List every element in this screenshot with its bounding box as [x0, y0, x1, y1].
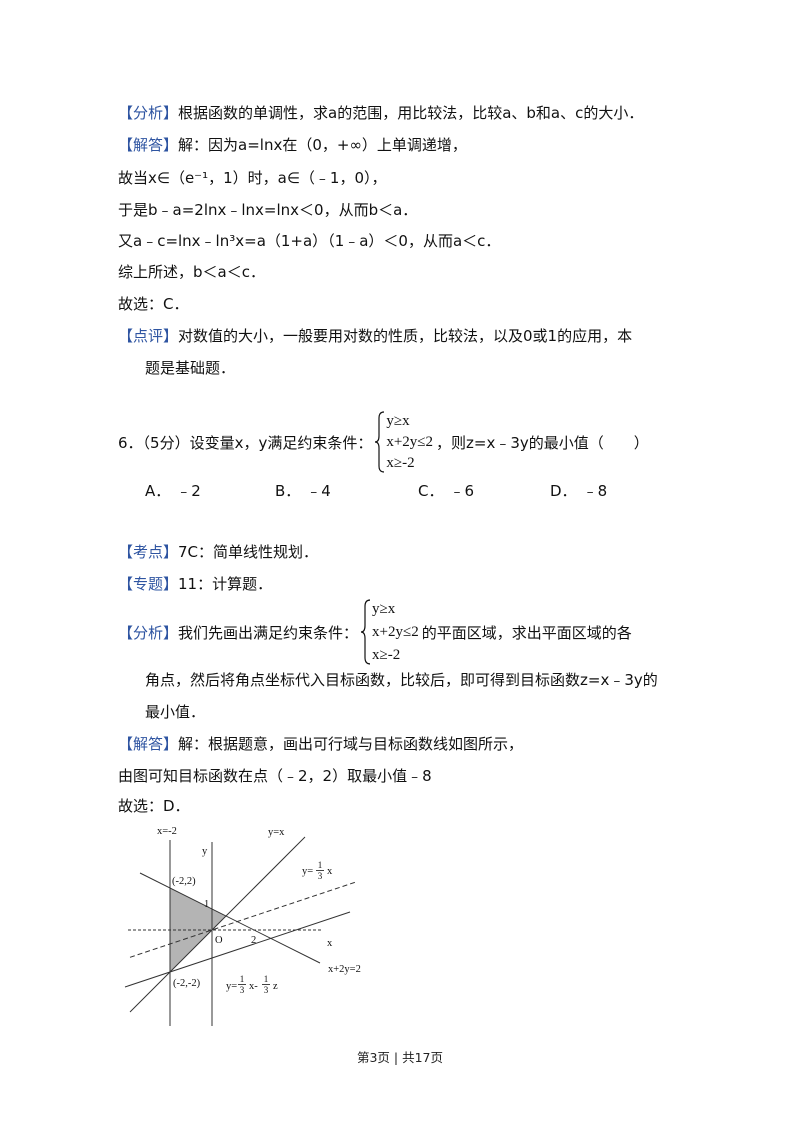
category-text: 11：计算题． — [178, 575, 273, 593]
q6-solution-line-1: 【解答】解：根据题意，画出可行域与目标函数线如图所示， — [118, 733, 523, 755]
left-brace-icon — [375, 411, 385, 473]
q6-solution-line-2: 由图可知目标函数在点（﹣2，2）取最小值﹣8 — [118, 767, 432, 785]
q5-analysis-line: 【分析】根据函数的单调性，求a的范围，用比较法，比较a、b和a、c的大小． — [118, 102, 643, 124]
constraint-lines: y≥x x+2y≤2 x≥-2 — [385, 411, 433, 473]
comment-tag: 【点评】 — [118, 327, 179, 345]
y-axis-label: y — [202, 846, 208, 857]
category-tag: 【专题】 — [118, 575, 179, 593]
option-value: ﹣8 — [582, 482, 608, 500]
solution-text: 解：因为a=lnx在（0，+∞）上单调递增， — [178, 136, 467, 154]
topic-tag: 【考点】 — [118, 543, 179, 561]
solution-tag: 【解答】 — [118, 735, 179, 753]
solution-tag: 【解答】 — [118, 136, 179, 154]
left-brace-icon — [360, 599, 371, 665]
constraint-1: y≥x — [372, 601, 396, 617]
q6-topic-line: 【考点】7C：简单线性规划． — [118, 541, 318, 563]
target-line-label-mid: x- — [249, 981, 258, 992]
q6-stem-after: ，则z=x﹣3y的最小值（ ） — [436, 433, 649, 452]
q5-comment-line-2: 题是基础题． — [145, 359, 236, 377]
q6-analysis-line-1: 【分析】我们先画出满足约束条件： y≥x x+2y≤2 x≥-2 的平面区域，求… — [118, 599, 632, 665]
constraint-3: x≥-2 — [386, 455, 415, 471]
option-letter: D． — [550, 482, 577, 500]
q6-analysis-line-3: 最小值． — [145, 703, 206, 721]
x-axis-label: x — [327, 938, 333, 949]
option-c: C． ﹣6 — [418, 480, 474, 502]
point-label-bottom: (-2,-2) — [173, 978, 201, 989]
line-x-plus-2y-eq-2 — [139, 872, 321, 964]
dashed-line-label-num: 1 — [318, 860, 323, 870]
tick-label-2: 2 — [251, 935, 256, 946]
q6-stem-before: 6．（5分）设变量x，y满足约束条件： — [118, 433, 373, 452]
option-a: A． ﹣2 — [145, 480, 201, 502]
dashed-line-label-lhs: y= — [302, 866, 313, 877]
q5-solution-line-1: 【解答】解：因为a=lnx在（0，+∞）上单调递增， — [118, 134, 467, 156]
feasible-region-figure: x=-2 y=x y 1 O 2 x (-2,2) (-2,-2) x+2y=2… — [124, 826, 361, 1026]
target-line-label-rhs: z — [273, 981, 278, 992]
analysis-tag: 【分析】 — [118, 104, 179, 122]
label-y-eq-x: y=x — [268, 827, 285, 838]
constraint-1: y≥x — [386, 413, 410, 429]
line-y-eq-x — [129, 836, 306, 1013]
constraint-2: x+2y≤2 — [386, 434, 434, 450]
q5-comment-line-1: 【点评】对数值的大小，一般要用对数的性质，比较法，以及0或1的应用，本 — [118, 325, 632, 347]
option-b: B． ﹣4 — [275, 480, 331, 502]
target-line-label-den2: 3 — [264, 985, 269, 995]
label-x-plus-2y-eq-2: x+2y=2 — [328, 964, 361, 975]
label-x-eq-neg2: x=-2 — [157, 826, 177, 837]
constraint-lines: y≥x x+2y≤2 x≥-2 — [371, 599, 419, 665]
analysis-tag: 【分析】 — [118, 623, 179, 642]
origin-label: O — [215, 935, 223, 946]
analysis-text: 根据函数的单调性，求a的范围，用比较法，比较a、b和a、c的大小． — [178, 104, 644, 122]
line-y-eq-third-x — [129, 881, 356, 958]
option-d: D． ﹣8 — [550, 480, 607, 502]
dashed-line-label-den: 3 — [318, 871, 323, 881]
analysis-constraint-system: y≥x x+2y≤2 x≥-2 — [360, 599, 419, 665]
q5-answer-line: 故选：C． — [118, 295, 189, 313]
q6-category-line: 【专题】11：计算题． — [118, 573, 272, 595]
target-line-label-lhs: y= — [226, 981, 237, 992]
q6-analysis-line-2: 角点，然后将角点坐标代入目标函数，比较后，即可得到目标函数z=x﹣3y的 — [145, 671, 658, 689]
option-value: ﹣4 — [306, 482, 331, 500]
q6-answer-line: 故选：D． — [118, 797, 190, 815]
option-value: ﹣6 — [449, 482, 475, 500]
comment-text: 对数值的大小，一般要用对数的性质，比较法，以及0或1的应用，本 — [178, 327, 633, 345]
option-letter: A． — [145, 482, 171, 500]
target-line-label-num1: 1 — [240, 974, 245, 984]
point-label-top: (-2,2) — [172, 876, 196, 887]
dashed-line-label-rhs: x — [327, 866, 333, 877]
option-letter: B． — [275, 482, 301, 500]
solution-text: 解：根据题意，画出可行域与目标函数线如图所示， — [178, 735, 524, 753]
q5-solution-line-3: 于是b﹣a=2lnx﹣lnx=lnx＜0，从而b＜a． — [118, 201, 418, 219]
target-line-label-num2: 1 — [264, 974, 269, 984]
q5-solution-line-5: 综上所述，b＜a＜c． — [118, 263, 265, 281]
q6-constraint-system: y≥x x+2y≤2 x≥-2 — [374, 411, 433, 473]
constraint-3: x≥-2 — [372, 647, 401, 663]
target-line-label-den1: 3 — [240, 985, 245, 995]
analysis-after: 的平面区域，求出平面区域的各 — [421, 623, 632, 642]
option-letter: C． — [418, 482, 444, 500]
q5-solution-line-4: 又a﹣c=lnx﹣ln³x=a（1+a）（1﹣a）＜0，从而a＜c． — [118, 232, 501, 250]
topic-text: 7C：简单线性规划． — [178, 543, 319, 561]
q6-stem: 6．（5分）设变量x，y满足约束条件： y≥x x+2y≤2 x≥-2 ，则z=… — [118, 411, 649, 473]
q5-solution-line-2: 故当x∈（e⁻¹，1）时，a∈（﹣1，0）， — [118, 169, 387, 187]
page-footer: 第3页 | 共17页 — [356, 1050, 444, 1065]
tick-label-1: 1 — [204, 899, 209, 910]
option-value: ﹣2 — [176, 482, 201, 500]
analysis-before: 我们先画出满足约束条件： — [178, 623, 359, 642]
constraint-2: x+2y≤2 — [372, 624, 419, 640]
line-target — [124, 911, 351, 988]
